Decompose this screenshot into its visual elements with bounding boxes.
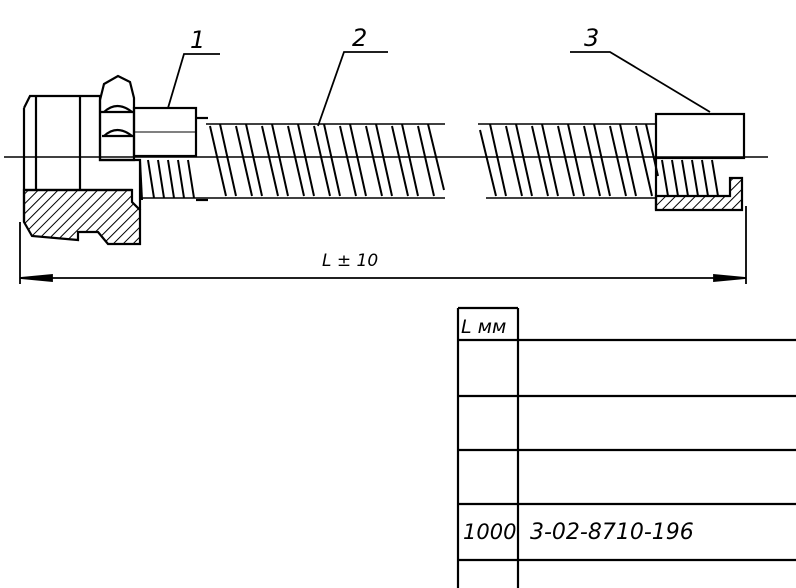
right-fitting	[654, 112, 746, 212]
table-header-length: L мм	[461, 316, 506, 338]
callout-2: 2	[352, 24, 367, 52]
table-cell-designation: 3-02-8710-196	[530, 520, 694, 545]
callout-1: 1	[190, 26, 205, 54]
left-fitting	[22, 74, 208, 246]
table-cell-length: 1000	[463, 520, 516, 544]
spec-table	[456, 306, 796, 588]
callout-3: 3	[584, 24, 599, 52]
dimension-line	[19, 206, 747, 284]
dimension-label: L ± 10	[322, 251, 378, 271]
callout-leaders	[167, 51, 711, 127]
spring-hose	[139, 123, 719, 201]
